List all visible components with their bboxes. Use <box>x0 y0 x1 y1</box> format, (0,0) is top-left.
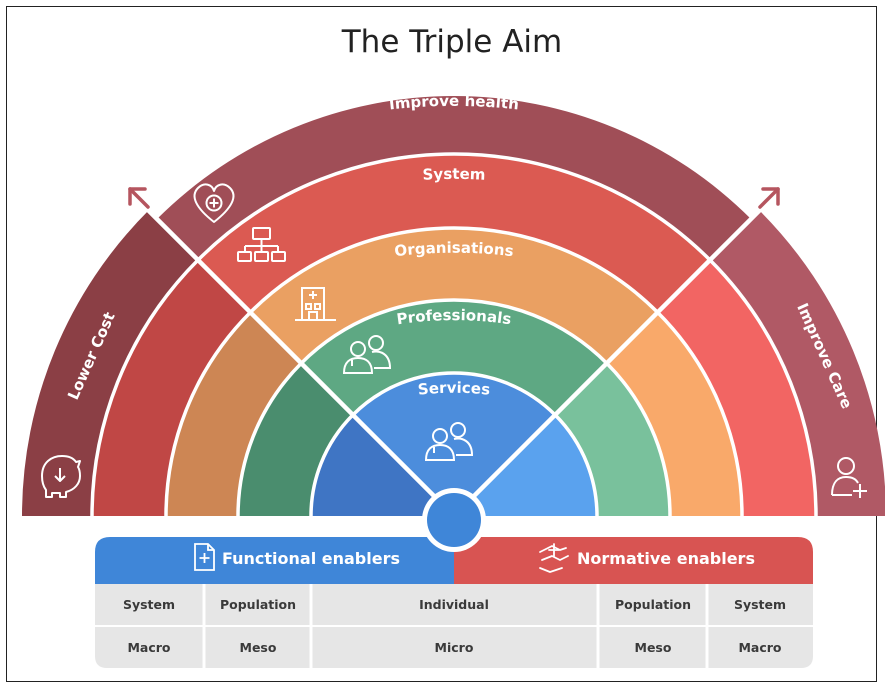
table-cell: System <box>123 597 175 612</box>
center-hub <box>427 493 481 547</box>
document-plus-icon <box>194 543 215 571</box>
professionals-label: Professionals <box>395 306 512 328</box>
services-core-right <box>454 414 597 516</box>
normative-enablers-label: Normative enablers <box>577 549 755 568</box>
table-cell: Meso <box>240 640 277 655</box>
ring-separator-arcs <box>90 152 818 517</box>
table-cell: Macro <box>738 640 781 655</box>
organisations-ring-right <box>606 312 742 516</box>
arrow-up-right-icon <box>758 187 780 209</box>
improve-health-band <box>157 95 751 261</box>
system-ring-left <box>92 260 251 516</box>
arrow-up-left-icon <box>128 187 150 209</box>
left-divider-line <box>135 197 456 518</box>
handshake-icon <box>539 543 569 573</box>
professionals-ring-top <box>301 299 607 415</box>
piggy-bank-icon <box>41 455 81 498</box>
functional-enablers-bar <box>95 537 454 584</box>
professionals-ring-left <box>238 363 353 516</box>
table-cell: Macro <box>127 640 170 655</box>
table-cell: Meso <box>635 640 672 655</box>
heart-plus-icon <box>193 183 235 223</box>
right-divider-line <box>452 197 773 518</box>
table-cell: System <box>734 597 786 612</box>
org-chart-icon <box>237 227 286 262</box>
table-cell: Individual <box>419 597 489 612</box>
table-cell: Population <box>615 597 691 612</box>
services-core-top <box>352 373 556 516</box>
organisations-ring-top <box>250 228 658 364</box>
hospital-icon <box>295 287 336 321</box>
table-cell: Micro <box>435 640 474 655</box>
system-ring-top <box>198 153 710 313</box>
levels-table: System Population Individual Population … <box>95 584 813 668</box>
add-patient-icon <box>831 457 867 498</box>
improve-care-band <box>709 210 885 516</box>
professionals-ring-right <box>555 363 670 516</box>
services-core-left <box>311 414 454 516</box>
diagram-title: The Triple Aim <box>341 24 562 60</box>
doctors-icon <box>342 335 392 374</box>
normative-enablers-bar <box>454 537 813 584</box>
services-label: Services <box>417 379 491 399</box>
organisations-label: Organisations <box>393 239 514 261</box>
improve-health-label: Improve health <box>388 92 520 114</box>
system-label: System <box>422 165 486 184</box>
system-ring-right <box>657 260 816 516</box>
lower-cost-band <box>22 210 199 516</box>
functional-enablers-label: Functional enablers <box>222 549 400 568</box>
organisations-ring-left <box>166 312 302 516</box>
table-cell: Population <box>220 597 296 612</box>
care-team-icon <box>424 422 474 461</box>
